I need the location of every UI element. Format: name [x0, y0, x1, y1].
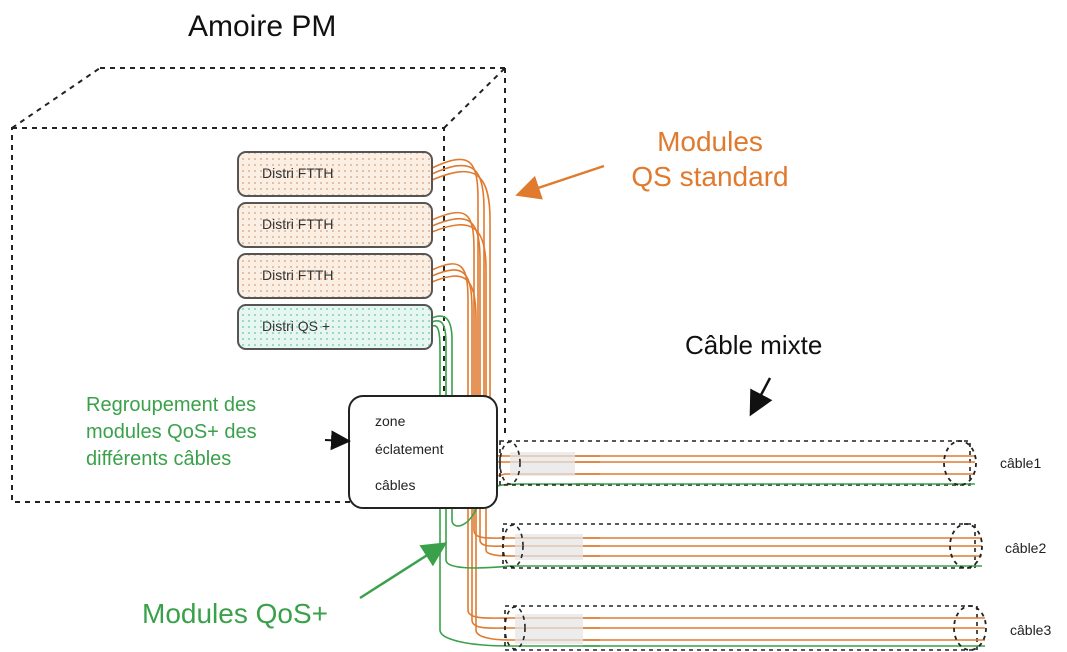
cable-label-3: câble3: [1010, 622, 1052, 638]
zone-line-2: éclatement: [375, 441, 444, 457]
cable-2-tube: [502, 523, 983, 569]
zone-box: [348, 395, 498, 509]
module-qos: [237, 304, 433, 350]
modules-qos-label: Modules QoS+: [142, 598, 328, 629]
cabinet-title: Amoire PM: [188, 10, 337, 43]
arrow-black-regroup: [324, 430, 351, 451]
cable-label-2: câble2: [1005, 540, 1047, 556]
mixed-cable-label: Câble mixte: [685, 330, 823, 360]
arrow-orange: [515, 164, 605, 200]
module-ftth-1: [237, 151, 433, 197]
module-label-1: Distri FTTH: [262, 165, 334, 181]
zone-line-3: câbles: [375, 477, 416, 493]
module-ftth-2: [237, 202, 433, 248]
arrow-black-mixte: [749, 377, 773, 417]
cable-3-tube: [504, 605, 987, 651]
cable-label-1: câble1: [1000, 455, 1042, 471]
regroup-label: Regroupement des modules QoS+ des différ…: [86, 394, 257, 470]
modules-qs-standard-label: Modules QS standard: [631, 126, 789, 192]
module-ftth-3: [237, 253, 433, 299]
cabinet-box: [11, 67, 506, 503]
module-label-3: Distri FTTH: [262, 267, 334, 283]
arrow-green: [359, 542, 448, 600]
orange-fibers: [431, 158, 600, 641]
zone-line-1: zone: [375, 413, 406, 429]
cable-1-tube: [499, 440, 977, 486]
module-label-2: Distri FTTH: [262, 216, 334, 232]
module-label-4: Distri QS +: [262, 318, 331, 334]
